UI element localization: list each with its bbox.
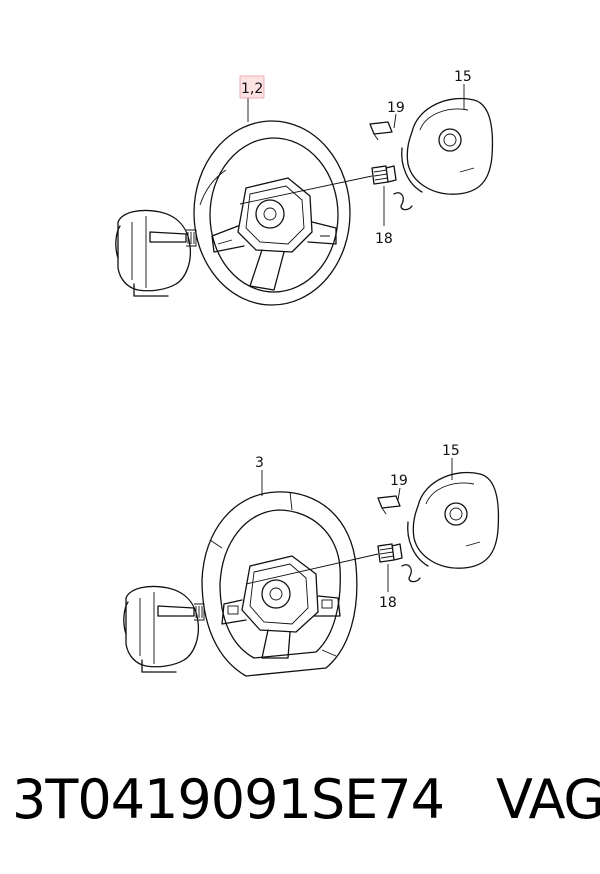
callout-bolt-bottom: 18: [379, 595, 397, 611]
part-number: 3T0419091SE74: [12, 768, 445, 831]
steering-column-bottom: [123, 585, 205, 673]
brand-label: VAG: [495, 768, 600, 831]
callout-wheel-bottom: 3: [255, 455, 264, 471]
bolt-18-top: [239, 165, 397, 205]
callout-airbag-bottom: 15: [442, 443, 460, 459]
bottom-assembly: 3 15 19 18: [123, 443, 500, 677]
steering-column-top: [115, 209, 197, 297]
airbag-15-bottom: [407, 471, 500, 569]
steering-wheel-top: [193, 120, 351, 306]
bolt-18-bottom: [245, 543, 403, 585]
connector-19-top: [369, 121, 413, 211]
callout-airbag-top: 15: [454, 69, 472, 85]
callout-connector-top: 19: [387, 100, 405, 116]
top-assembly: 1,2 15 19 18: [115, 69, 494, 306]
steering-wheel-exploded-diagram: 1,2 15 19 18: [115, 69, 500, 677]
callout-wheel-top: 1,2: [241, 81, 263, 97]
callout-bolt-top: 18: [375, 231, 393, 247]
callout-connector-bottom: 19: [390, 473, 408, 489]
connector-19-bottom: [377, 495, 421, 583]
part-number-caption: 3T0419091SE74 VAG: [12, 768, 600, 838]
steering-wheel-bottom: [201, 491, 358, 677]
airbag-15-top: [401, 97, 494, 195]
